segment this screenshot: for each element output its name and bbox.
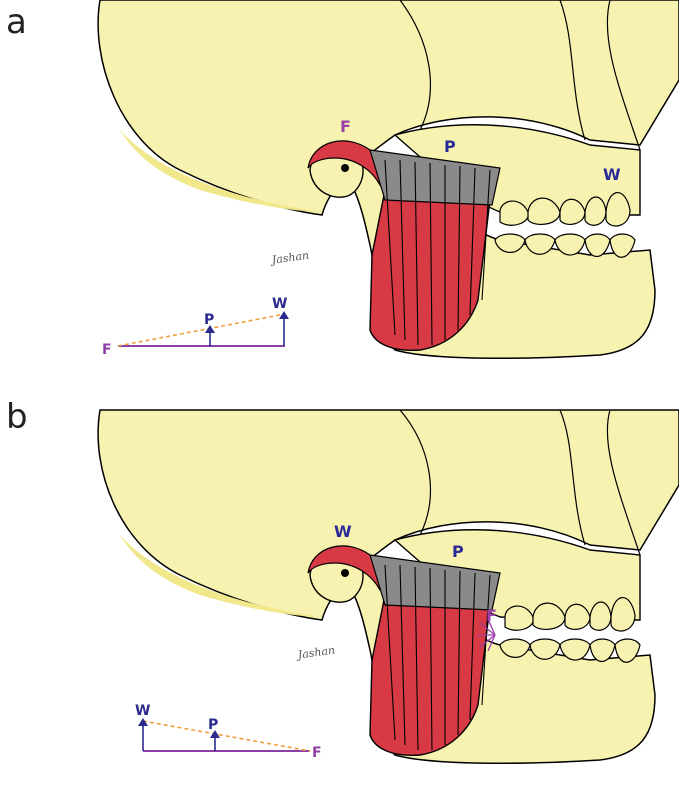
nasal-line xyxy=(559,0,586,141)
cranium xyxy=(97,0,679,216)
masseter-muscle xyxy=(369,594,491,757)
panel-letter: b xyxy=(6,397,28,437)
lever-dashed xyxy=(142,720,311,752)
signature: Jashan xyxy=(269,249,310,267)
nasal-line-2 xyxy=(606,0,641,151)
signature: Jashan xyxy=(295,644,336,662)
lever-dashed xyxy=(117,313,286,347)
lever-label-third: F xyxy=(312,745,322,761)
lever-label-first: F xyxy=(102,342,112,358)
nasal-line xyxy=(559,409,586,546)
lower-teeth xyxy=(494,233,636,258)
skull-label-third: W xyxy=(603,165,621,184)
condyle-point xyxy=(341,164,349,172)
panel-b: b xyxy=(0,395,679,790)
lever-label-first: W xyxy=(135,703,150,719)
skull-label-second: P xyxy=(444,137,456,156)
temporal-line xyxy=(399,409,431,536)
upper-teeth xyxy=(499,192,631,227)
lever-diagram: F P W xyxy=(102,296,289,358)
fulcrum-burst xyxy=(478,618,496,652)
temporal-line xyxy=(399,0,431,131)
masseter-muscle xyxy=(369,189,491,352)
cranium xyxy=(97,409,679,621)
lever-label-second: P xyxy=(208,717,218,733)
lever-label-third: W xyxy=(272,296,287,312)
lever-arrowhead-w xyxy=(279,311,289,319)
panel-a: a xyxy=(6,0,679,360)
tendon xyxy=(369,149,501,206)
skull-diagram: F P W Jashan F P W xyxy=(97,0,679,360)
upper-teeth xyxy=(504,597,636,632)
muscle-fibers xyxy=(384,159,491,346)
skull-diagram: W P F Jashan W P F xyxy=(97,409,679,765)
tendon xyxy=(369,554,501,611)
lever-arrowhead-p xyxy=(210,730,220,738)
lever-arrowhead-w xyxy=(138,718,148,726)
panel-letter: a xyxy=(6,2,27,42)
skull-label-first: F xyxy=(340,117,351,136)
skull-label-third: F xyxy=(486,606,497,625)
condyle-point xyxy=(341,569,349,577)
lever-label-second: P xyxy=(204,312,214,328)
lower-teeth xyxy=(499,638,641,663)
lever-diagram: W P F xyxy=(135,703,322,761)
skull-label-first: W xyxy=(334,522,352,541)
nasal-line-2 xyxy=(606,409,641,556)
skull-label-second: P xyxy=(452,542,464,561)
lever-arrowhead-p xyxy=(205,325,215,333)
muscle-fibers xyxy=(384,564,491,751)
